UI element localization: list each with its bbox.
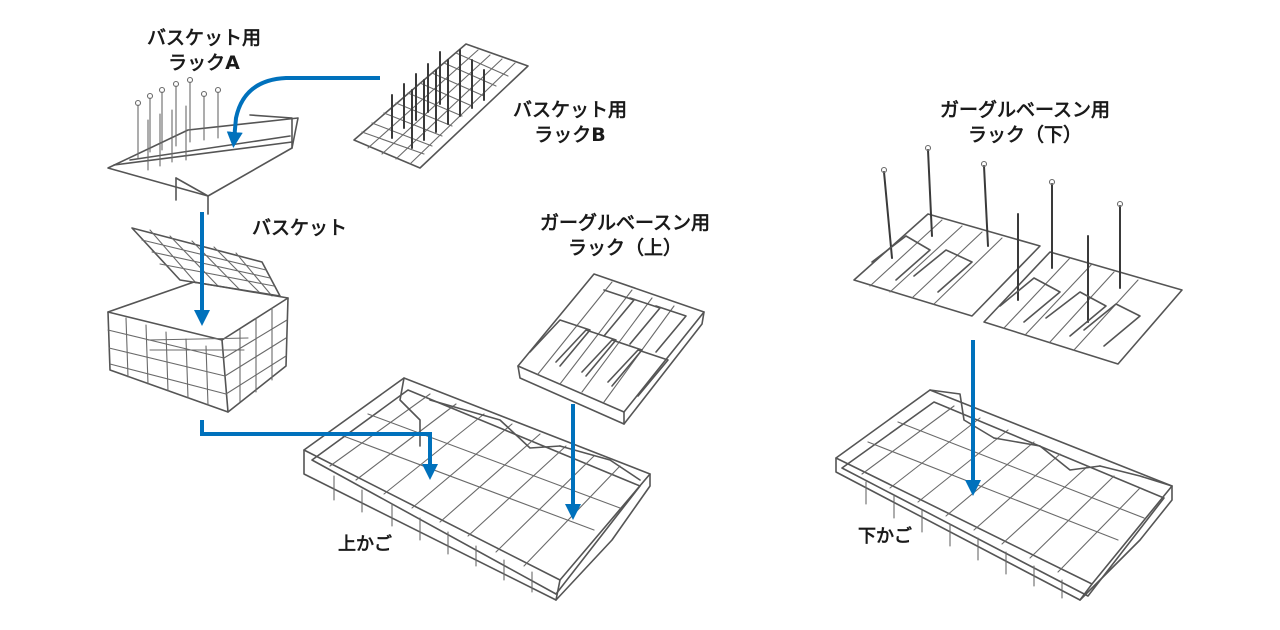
label-upper-basket-text: 上かご bbox=[338, 534, 392, 555]
label-upper-basket: 上かご bbox=[338, 532, 438, 557]
basket-rack-b-drawing bbox=[353, 43, 529, 169]
label-basket-rack-b-line1: バスケット用 bbox=[512, 99, 627, 121]
arrow-rack-b-to-rack-a bbox=[226, 76, 380, 148]
upper-basket-drawing bbox=[303, 377, 651, 601]
label-gargle-rack-upper-line1: ガーグルベースン用 bbox=[539, 212, 711, 234]
label-basket-rack-a-line2: ラックA bbox=[168, 52, 240, 74]
gargle-rack-lower-drawing bbox=[853, 144, 1183, 365]
label-basket-text: バスケット bbox=[252, 217, 348, 239]
label-gargle-rack-lower-line2: ラック（下） bbox=[967, 124, 1082, 146]
label-basket-rack-b: バスケット用 ラックB bbox=[490, 98, 650, 148]
gargle-rack-upper-drawing bbox=[517, 273, 705, 425]
label-basket-rack-a: バスケット用 ラックA bbox=[124, 26, 284, 76]
label-basket: バスケット bbox=[252, 216, 382, 241]
lower-basket-drawing bbox=[835, 389, 1173, 601]
label-basket-rack-a-line1: バスケット用 bbox=[146, 27, 261, 49]
label-gargle-rack-lower-line1: ガーグルベースン用 bbox=[939, 99, 1111, 121]
label-gargle-rack-lower: ガーグルベースン用 ラック（下） bbox=[900, 98, 1150, 148]
basket-rack-a-drawing bbox=[107, 76, 299, 215]
basket-drawing bbox=[107, 227, 289, 413]
arrow-basket-to-upper-basket bbox=[200, 420, 438, 480]
label-lower-basket: 下かご bbox=[858, 524, 958, 549]
label-gargle-rack-upper: ガーグルベースン用 ラック（上） bbox=[500, 211, 750, 261]
label-gargle-rack-upper-line2: ラック（上） bbox=[567, 237, 682, 259]
label-basket-rack-b-line2: ラックB bbox=[534, 124, 606, 146]
label-lower-basket-text: 下かご bbox=[858, 526, 912, 547]
